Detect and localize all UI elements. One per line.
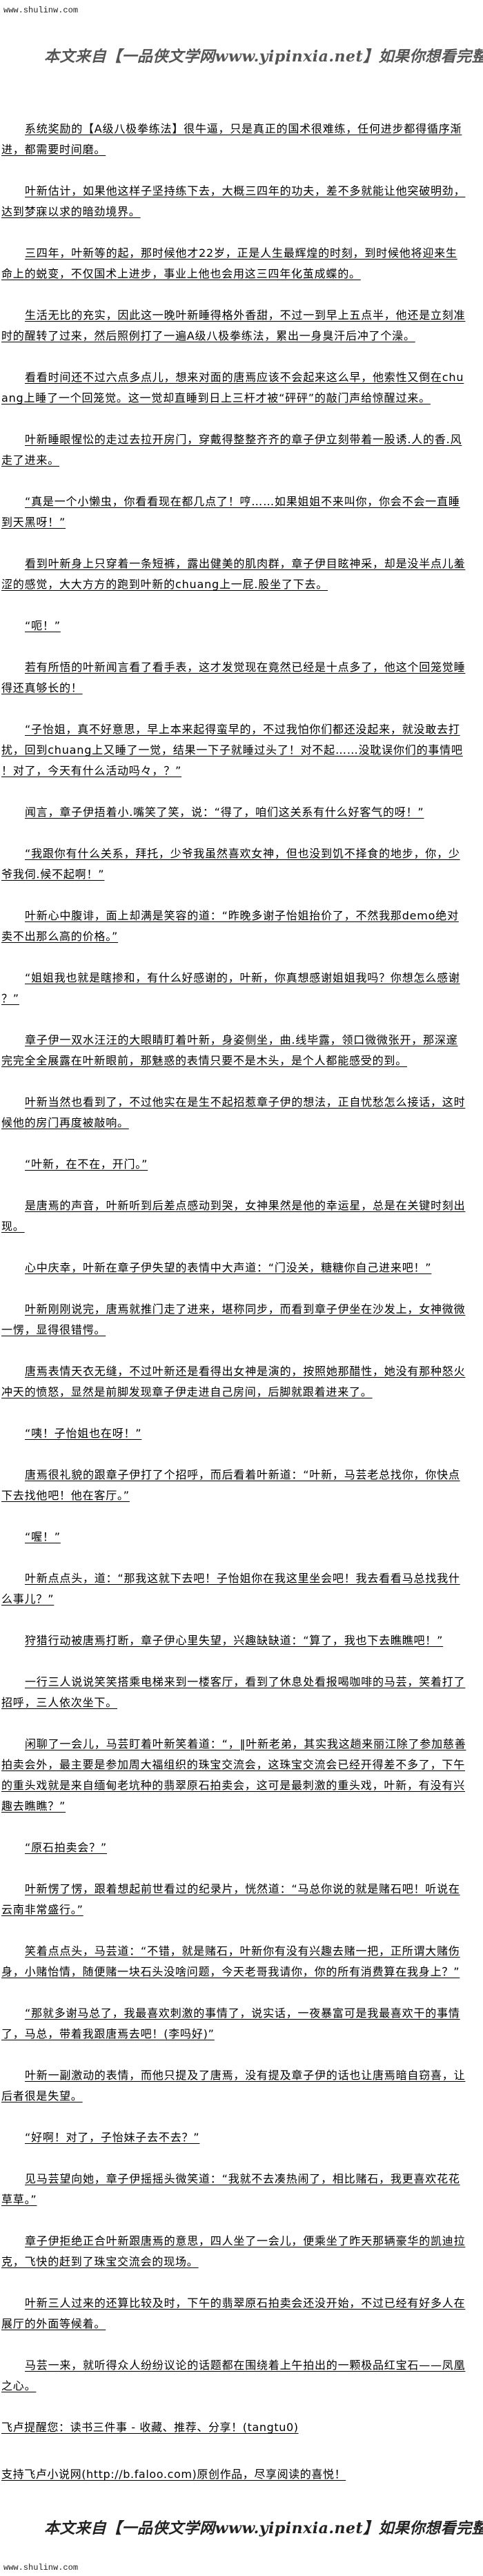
paragraph: 看看时间还不过六点多点儿，想来对面的唐焉应该不会起来这么早，他索性又倒在chua… [1, 371, 464, 404]
paragraph: 章子伊拒绝正合叶新跟唐焉的意思，四人坐了一会儿，便乘坐了昨天那辆豪华的凯迪拉克，… [1, 2234, 466, 2268]
paragraph: 唐焉很礼貌的跟章子伊打了个招呼，而后看着叶新道：“叶新，马芸老总找你，你快点下去… [1, 1468, 460, 1502]
chapter-article: 系统奖励的【A级八极拳练法】很牛逼，只是真正的国术很难练，任何进步都得循序渐进，… [1, 119, 468, 2511]
site-url-footer: www.shulinw.com [3, 2563, 79, 2573]
paragraph: 叶新估计，如果他这样子坚持练下去，大概三四年的功夫，差不多就能让他突破明劲，达到… [1, 184, 466, 218]
paragraph: 若有所悟的叶新闻言看了看手表，这才发觉现在竟然已经是十点多了，他这个回笼觉睡得还… [1, 661, 466, 694]
footer-support-link[interactable]: 支持飞卢小说网(http://b.faloo.com)原创作品，尽享阅读的喜悦！ [1, 2468, 346, 2481]
paragraph: 叶新心中腹诽，面上却满是笑容的道：“昨晚多谢子怡姐抬价了，不然我那demo绝对卖… [1, 909, 459, 943]
paragraph: 叶新点点头，道：“那我这就下去吧！子怡姐你在我这里坐会吧！我去看看马总找我什么事… [1, 1572, 460, 1606]
paragraph: 闻言，章子伊捂着小.嘴笑了笑，说：“得了，咱们这关系有什么好客气的呀！” [25, 806, 424, 819]
paragraph: 叶新当然也看到了，不过他实在是生不起招惹章子伊的想法，正自忧愁怎么接话，这时候他… [1, 1095, 466, 1129]
paragraph: “子怡姐，真不好意思，早上本来起得蛮早的，不过我怕你们都还没起来，就没敢去打扰，… [1, 723, 463, 777]
paragraph: “喔！” [25, 1530, 61, 1543]
paragraph: 叶新睡眼惺忪的走过去拉开房门，穿戴得整整齐齐的章子伊立刻带着一股诱.人的香.风走… [1, 433, 462, 467]
paragraph: 心中庆幸，叶新在章子伊失望的表情中大声道：“门没关，糖糖你自己进来吧！” [25, 1261, 432, 1274]
paragraph: 是唐焉的声音，叶新听到后差点感动到哭，女神果然是他的幸运星，总是在关键时刻出现。 [1, 1199, 466, 1233]
chapter-paragraphs: 系统奖励的【A级八极拳练法】很牛逼，只是真正的国术很难练，任何进步都得循序渐进，… [1, 119, 468, 2397]
paragraph: 生活无比的充实，因此这一晚叶新睡得格外香甜，不过一到早上五点半，他还是立刻准时的… [1, 309, 466, 342]
paragraph: 马芸一来，就听得众人纷纷议论的话题都在围绕着上午拍出的一颗极品红宝石——凤凰之心… [1, 2359, 466, 2392]
paragraph: 一行三人说说笑笑搭乘电梯来到一楼客厅，看到了休息处看报喝咖啡的马芸，笑着打了招呼… [1, 1675, 466, 1709]
paragraph: 笑着点点头，马芸道：“不错，就是赌石，叶新你有没有兴趣去赌一把，正所谓大赌伤身，… [1, 1944, 460, 1978]
paragraph: 见马芸望向她，章子伊摇摇头微笑道：“我就不去凑热闹了，相比赌石，我更喜欢花花草草… [1, 2172, 460, 2206]
paragraph: 狩猎行动被唐焉打断，章子伊心里失望，兴趣缺缺道：“算了，我也下去瞧瞧吧！” [25, 1634, 444, 1647]
source-banner-bottom: 本文来自【一品侠文学网www.yipinxia.net】如果你想看完整版小说，请 [44, 2519, 483, 2537]
paragraph: “姐姐我也就是瞎掺和，有什么好感谢的，叶新，你真想感谢姐姐我吗？你想怎么感谢？” [1, 971, 460, 1005]
paragraph: 看到叶新身上只穿着一条短裤，露出健美的肌肉群，章子伊目眩神采，却是没半点儿羞涩的… [1, 557, 466, 591]
paragraph: “叶新，在不在，开门。” [25, 1158, 148, 1171]
paragraph: “呃！” [25, 619, 61, 632]
paragraph: 叶新愣了愣，跟着想起前世看过的纪录片，恍然道：“马总你说的就是赌石吧！听说在云南… [1, 1882, 460, 1916]
paragraph: 叶新刚刚说完，唐焉就推门走了进来，堪称同步，而看到章子伊坐在沙发上，女神微微一愣… [1, 1302, 466, 1336]
site-url-header: www.shulinw.com [3, 6, 79, 15]
paragraph: “咦！子怡姐也在呀！” [25, 1427, 142, 1440]
paragraph: “我跟你有什么关系，拜托，少爷我虽然喜欢女神，但也没到饥不择食的地步，你，少爷我… [1, 847, 460, 881]
source-banner-top: 本文来自【一品侠文学网www.yipinxia.net】如果你想看完整版小说，请 [44, 48, 483, 66]
paragraph: 闲聊了一会儿，马芸盯着叶新笑着道：“，‖叶新老弟，其实我这趟来丽江除了参加慈善拍… [1, 1737, 466, 1813]
paragraph: 章子伊一双水汪汪的大眼睛盯着叶新，身姿侧坐，曲.线毕露，领口微微张开，那深邃完完… [1, 1033, 458, 1067]
paragraph: 三四年，叶新等的起，那时候他才22岁，正是人生最辉煌的时刻，到时候他将迎来生命上… [1, 246, 457, 280]
paragraph: “原石拍卖会？” [25, 1841, 107, 1854]
paragraph: “那就多谢马总了，我最喜欢刺激的事情了，说实话，一夜暴富可是我最喜欢干的事情了，… [1, 2007, 460, 2040]
paragraph: 系统奖励的【A级八极拳练法】很牛逼，只是真正的国术很难练，任何进步都得循序渐进，… [1, 122, 462, 156]
paragraph: 唐焉表情天衣无缝，不过叶新还是看得出女神是演的，按照她那醋性，她没有那种怒火冲天… [1, 1365, 466, 1398]
paragraph: “好啊！对了，子怡妹子去不去？” [25, 2131, 200, 2144]
footer-reminder: 飞卢提醒您：读书三件事 - 收藏、推荐、分享！(tangtu0) [1, 2421, 299, 2434]
paragraph: 叶新一副激动的表情，而他只提及了唐焉，没有提及章子伊的话也让唐焉暗自窃喜，让后者… [1, 2069, 466, 2102]
paragraph: “真是一个小懒虫，你看看现在都几点了！哼……如果姐姐不来叫你，你会不会一直睡到天… [1, 495, 460, 529]
paragraph: 叶新三人过来的还算比较及时，下午的翡翠原石拍卖会还没开始，不过已经有好多人在展厅… [1, 2296, 466, 2330]
